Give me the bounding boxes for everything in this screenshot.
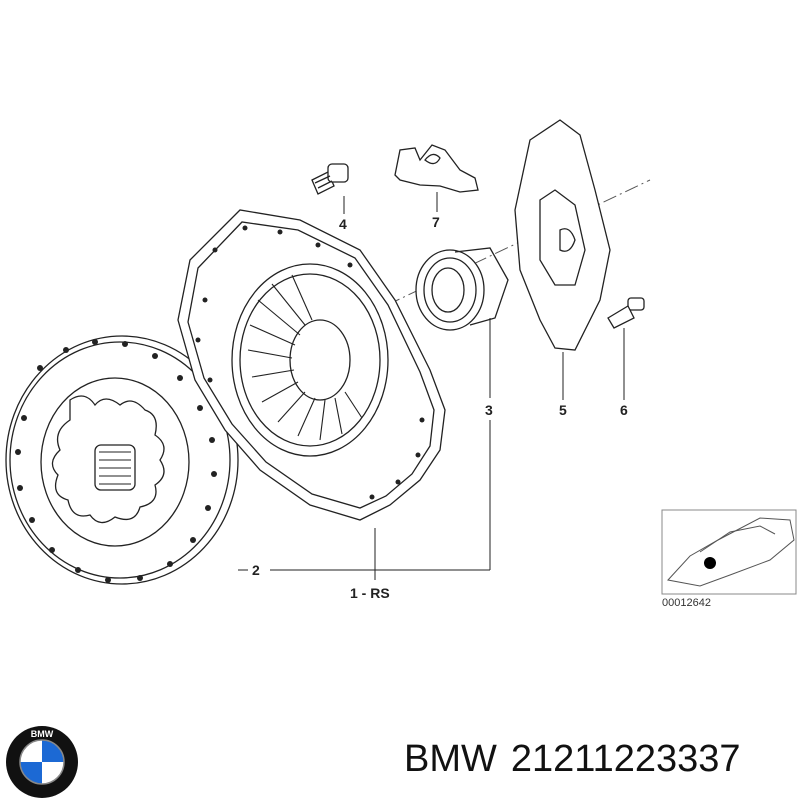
callout-6: 6 — [620, 402, 628, 418]
brand-part-line: BMW 21211223337 — [404, 738, 755, 781]
release-bearing — [415, 247, 509, 331]
part-number: 21211223337 — [510, 738, 741, 780]
callout-1-rs: 1 - RS — [350, 585, 390, 601]
small-bolt — [607, 297, 645, 329]
callout-3: 3 — [485, 402, 493, 418]
drawing-number: 00012642 — [662, 597, 711, 609]
bolt — [311, 163, 349, 195]
callout-4: 4 — [339, 216, 347, 232]
callout-5: 5 — [559, 402, 567, 418]
pressure-plate — [177, 209, 446, 521]
clutch-disc — [5, 335, 239, 585]
retaining-clip — [394, 144, 479, 193]
callout-7: 7 — [432, 214, 440, 230]
vehicle-locator-thumbnail — [661, 509, 797, 595]
guide-sleeve — [514, 119, 611, 351]
bmw-logo-icon: BMW — [6, 726, 78, 798]
brand-name: BMW — [404, 738, 497, 780]
bmw-logo-text: BMW — [31, 729, 54, 739]
leader-lines — [238, 192, 625, 580]
callout-2: 2 — [252, 562, 260, 578]
